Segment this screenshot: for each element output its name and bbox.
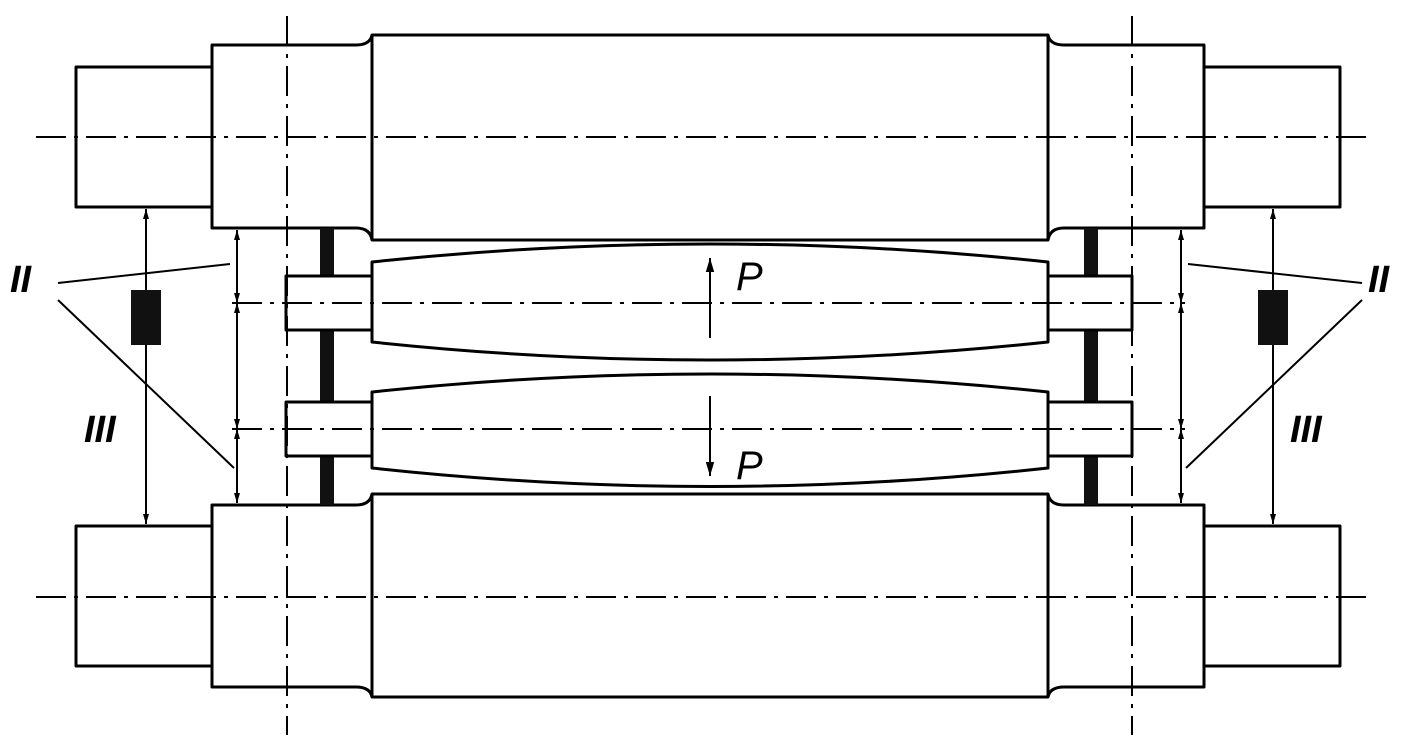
zone-iii-label-right: III — [1290, 409, 1323, 451]
zone-ii-label-left: II — [10, 259, 33, 301]
left-leader-ii — [57, 263, 231, 284]
lower-force-label: P — [736, 444, 763, 488]
right-hydraulic-block — [1258, 290, 1288, 345]
right-bending-bar — [1084, 228, 1098, 505]
right-leader-ii — [1187, 263, 1363, 284]
upper-force-label: P — [736, 255, 763, 299]
bottom-barrel — [210, 492, 1206, 699]
zone-ii-label-right: II — [1368, 259, 1391, 301]
right-dimensions — [1178, 209, 1363, 524]
left-hydraulic-block — [131, 290, 161, 345]
bottom-backup-roll — [74, 492, 1342, 699]
left-leader-iii — [57, 299, 235, 469]
zone-iii-label-left: III — [84, 409, 117, 451]
right-leader-iii — [1185, 299, 1363, 469]
left-dimensions — [57, 209, 240, 524]
left-bending-bar — [320, 228, 334, 505]
center-lines — [36, 16, 1372, 735]
